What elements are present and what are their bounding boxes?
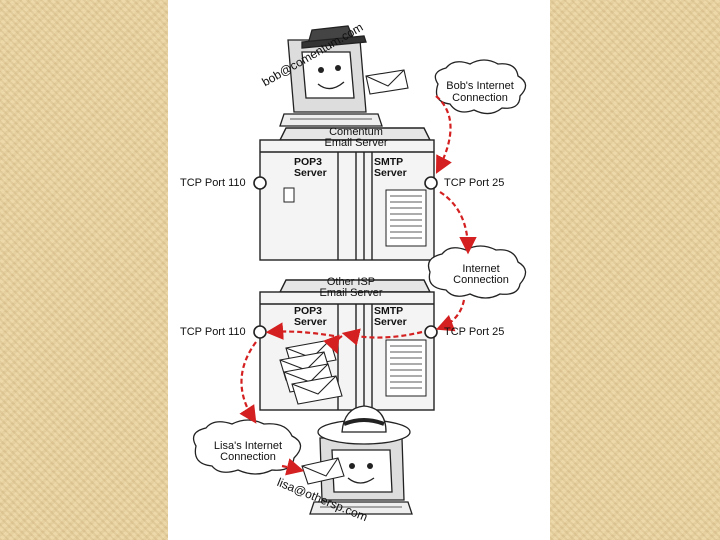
internet-cloud-icon: [427, 245, 527, 299]
flow-arrow-port110-to-lisa: [239, 341, 257, 424]
isp-port-110-label: TCP Port 110: [180, 326, 246, 338]
bob-connection-cloud-icon: [434, 59, 527, 115]
sender-computer-icon: [279, 25, 383, 127]
comentum-pop3-label-line1: POP3: [294, 156, 323, 168]
isp-server-title-line2: Email Server: [319, 287, 383, 299]
flow-arrow-pop3-to-port110: [265, 322, 335, 340]
mailbox-envelopes-icon: [279, 339, 343, 405]
isp-port-110-connector: [253, 325, 267, 339]
recipient-envelope-icon: [301, 457, 345, 485]
internet-label-line1: Internet: [462, 263, 500, 275]
flow-arrow-smtp-to-pop3: [341, 328, 423, 346]
bob-connection-label-line1: Bob's Internet: [446, 80, 514, 92]
flow-arrow-pop3-to-mailbox: [323, 334, 343, 355]
isp-port-25-connector: [424, 325, 438, 339]
slide-page: bob@comentum.com Bob's Internet Connecti…: [168, 0, 550, 540]
lisa-connection-label-line2: Connection: [220, 451, 276, 463]
comentum-server-cabinet: [259, 127, 435, 261]
isp-smtp-label-line1: SMTP: [374, 305, 404, 317]
isp-port-25-label: TCP Port 25: [444, 326, 505, 338]
recipient-computer-icon: [309, 405, 413, 515]
flow-arrow-internet-to-isp-smtp: [435, 299, 466, 332]
bob-connection-label-line2: Connection: [452, 92, 508, 104]
internet-label-line2: Connection: [453, 274, 509, 286]
comentum-port-110-label: TCP Port 110: [180, 177, 246, 189]
comentum-port-110-connector: [253, 176, 267, 190]
sender-envelope-icon: [365, 69, 409, 95]
isp-pop3-label-line2: Server: [294, 316, 327, 328]
isp-server-cabinet: [259, 279, 435, 411]
flow-arrow-smtp-to-internet: [439, 191, 477, 255]
lisa-connection-label-line1: Lisa's Internet: [213, 440, 283, 452]
comentum-smtp-label-line2: Server: [374, 167, 407, 179]
comentum-smtp-label-line1: SMTP: [374, 156, 404, 168]
comentum-server-title-line2: Email Server: [324, 137, 388, 149]
isp-server-title-line1: Other ISP: [326, 276, 376, 288]
comentum-port-25-connector: [424, 176, 438, 190]
flow-arrow-sender-to-smtp: [435, 95, 452, 174]
comentum-port-25-label: TCP Port 25: [444, 177, 505, 189]
comentum-pop3-label-line2: Server: [294, 167, 327, 179]
flow-arrow-lisa-to-computer: [281, 458, 305, 476]
email-flow-diagram: [192, 25, 527, 515]
comentum-server-title-line1: Comentum: [329, 126, 383, 138]
lisa-connection-cloud-icon: [192, 419, 302, 475]
isp-pop3-label-line1: POP3: [294, 305, 323, 317]
isp-smtp-label-line2: Server: [374, 316, 407, 328]
